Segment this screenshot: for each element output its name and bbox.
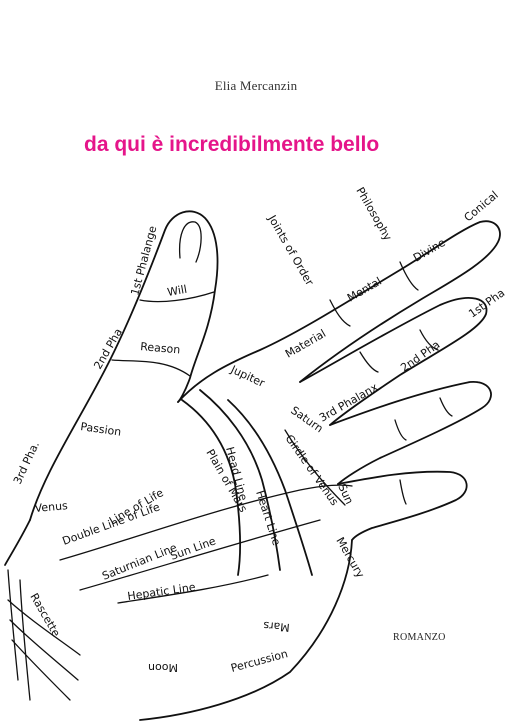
label-second-pha-finger: 2nd Pha xyxy=(398,338,442,374)
label-saturnian-line: Saturnian Line xyxy=(100,541,179,583)
ring-finger-outline xyxy=(329,381,492,485)
label-passion: Passion xyxy=(80,420,123,439)
author-name: Elia Mercanzin xyxy=(214,78,298,93)
label-saturn: Saturn xyxy=(288,404,325,435)
finger-joint-1 xyxy=(329,299,351,327)
label-third-pha: 3rd Pha. xyxy=(11,439,42,486)
head-line xyxy=(199,389,281,571)
label-venus: Venus xyxy=(34,499,68,515)
sun-line xyxy=(79,519,321,591)
book-title: da qui è incredibilmente bello xyxy=(84,133,380,156)
palm-percussion-edge xyxy=(139,539,353,721)
little-finger-outline xyxy=(337,470,468,541)
label-jupiter: Jupiter xyxy=(228,363,267,391)
index-finger-outline xyxy=(177,220,501,403)
label-heart-line: Heart Line xyxy=(253,489,283,547)
label-moon: Moon xyxy=(148,661,178,674)
rascette-line-3 xyxy=(11,639,71,701)
saturnian-line xyxy=(59,484,353,561)
wrist-edge-line xyxy=(19,579,31,701)
label-rascette: Rascette xyxy=(27,591,62,639)
thumb-outline xyxy=(29,210,219,521)
label-sun: Sun xyxy=(335,482,356,506)
life-line xyxy=(181,399,242,576)
label-philosophy: Philosophy xyxy=(353,185,394,243)
label-will: Will xyxy=(166,283,188,299)
label-mars: Mars xyxy=(262,619,290,634)
series-label: ROMANZO xyxy=(393,632,446,643)
finger-joint-3 xyxy=(359,351,379,373)
finger-joint-7 xyxy=(399,479,407,505)
label-girdle-of-venus: Girdle of Venus xyxy=(283,432,342,508)
girdle-of-venus-line xyxy=(284,429,346,506)
finger-joint-2 xyxy=(399,261,419,291)
label-divine: Divine xyxy=(411,236,448,265)
thumb-nail xyxy=(178,221,202,263)
rascette-line-1 xyxy=(7,599,81,656)
label-reason: Reason xyxy=(140,340,181,356)
middle-finger-outline xyxy=(299,297,488,426)
finger-joint-4 xyxy=(419,329,439,351)
label-first-phalanx-finger: 1st Pha xyxy=(466,286,507,320)
label-mental: Mental xyxy=(345,275,384,305)
wrist-left-edge xyxy=(4,519,31,566)
label-hepatic-line: Hepatic Line xyxy=(127,581,197,603)
finger-joint-5 xyxy=(394,419,407,441)
label-joints-of-order: Joints of Order xyxy=(265,212,316,288)
heart-line xyxy=(227,399,313,576)
label-conical: Conical xyxy=(462,188,501,224)
rascette-line-2 xyxy=(9,619,79,681)
finger-joint-6 xyxy=(439,397,453,417)
wrist-edge-line-2 xyxy=(7,569,19,681)
thumb-joint-2 xyxy=(111,359,191,377)
hepatic-line xyxy=(117,574,269,604)
label-mercury: Mercury xyxy=(333,535,367,581)
label-sun-line: Sun Line xyxy=(169,534,218,562)
label-material: Material xyxy=(283,327,328,361)
label-percussion: Percussion xyxy=(229,647,289,675)
thumb-joint-1 xyxy=(139,291,215,303)
